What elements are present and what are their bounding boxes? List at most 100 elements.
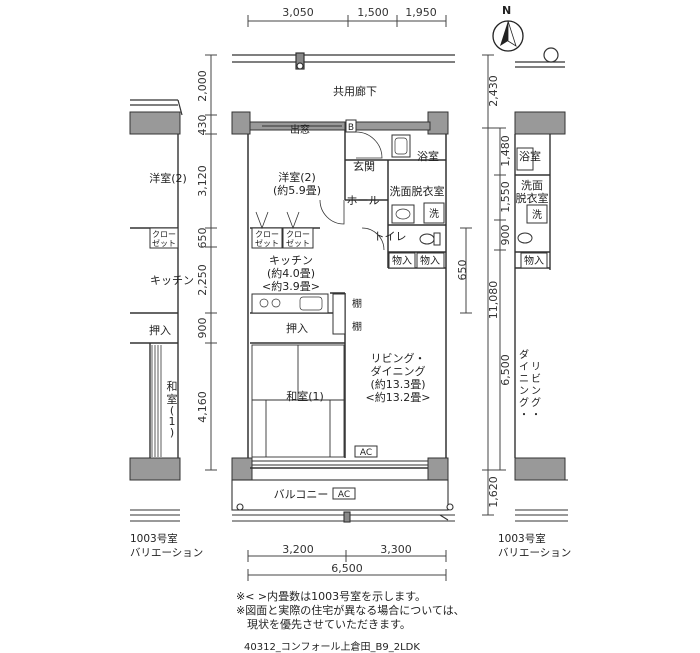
top-dimensions — [247, 15, 447, 27]
dim-top-3: 1,950 — [405, 6, 437, 19]
bay-window-label: 出窓 — [290, 123, 310, 136]
right-storage-label: 物入 — [524, 254, 544, 267]
closet-2: クロー ゼット — [282, 227, 314, 249]
left-tatami — [151, 345, 162, 457]
closet-2-line2: ゼット — [286, 238, 310, 248]
storage-2-label: 物入 — [420, 254, 440, 267]
right-toilet-icon — [517, 232, 533, 244]
bedroom2-door — [319, 199, 345, 225]
right-living-6: ン — [519, 386, 529, 397]
balcony — [231, 479, 455, 523]
right-living-5: ビ — [531, 373, 541, 385]
left-dimensions — [205, 54, 217, 471]
kitchen-label: キッチン — [269, 254, 313, 267]
sash-windows — [252, 460, 428, 466]
right-living-1: ダ — [519, 348, 529, 361]
left-bedroom-label: 洋室(2) — [149, 171, 187, 185]
b-meter-box: B — [345, 119, 357, 133]
right-bathtub-icon — [516, 147, 534, 171]
right-living-2: イ — [519, 362, 529, 373]
left-japanese-4: 1 — [169, 415, 176, 428]
shelf: 棚 棚 — [332, 293, 362, 335]
right-bath-label: 浴室 — [519, 149, 541, 163]
bedroom2-size: (約5.9畳) — [273, 183, 321, 197]
variation-left-room: 1003号室 — [130, 533, 178, 545]
dim-right-7: 1,620 — [487, 476, 500, 508]
ac-unit-balcony: AC — [332, 487, 356, 500]
dim-left-3: 3,120 — [196, 165, 209, 197]
closet-1: クロー ゼット — [251, 227, 283, 249]
variation-caption-left: 1003号室 バリエーション — [130, 532, 203, 560]
washbasin-icon — [391, 204, 415, 224]
washing-machine-box: 洗 — [423, 202, 445, 224]
ac-unit-living: AC — [354, 445, 378, 458]
tatami-room — [251, 344, 345, 458]
plan-caption: 40312_コンフォール上倉田_B9_2LDK — [244, 642, 420, 653]
dim-left-7: 4,160 — [196, 391, 209, 423]
left-japanese-2: 室 — [167, 392, 178, 406]
oshiire-label: 押入 — [286, 321, 308, 335]
balcony-label: バルコニー — [274, 488, 329, 501]
b-meter-label: B — [348, 123, 354, 133]
corridor-wall — [232, 52, 455, 70]
toilet-icon — [419, 232, 441, 246]
right-dimensions — [460, 54, 506, 516]
variation-caption-right: 1003号室 バリエーション — [498, 532, 571, 560]
right-wash-label: 洗 — [532, 209, 542, 221]
compass-label: N — [502, 4, 511, 17]
closet-2-line1: クロー — [286, 230, 310, 239]
closet-door-marks — [255, 211, 300, 230]
shelf-label-2: 棚 — [352, 320, 362, 333]
dim-left-6: 900 — [196, 318, 209, 339]
dim-right-2: 1,480 — [499, 135, 512, 167]
closet-1-line1: クロー — [255, 230, 279, 239]
right-storage — [520, 252, 548, 269]
kitchen-counter — [251, 293, 329, 314]
japanese-room-label: 和室(1) — [286, 389, 324, 403]
dim-right-6: 6,500 — [499, 354, 512, 386]
right-living-10: ・ — [519, 410, 529, 421]
living-label-1: リビング・ — [371, 351, 426, 365]
wash-label: 洗 — [429, 208, 439, 220]
dim-right-3: 1,550 — [499, 181, 512, 213]
right-variation: 浴室 洗面 脱衣室 洗 物入 ダ イ リ ニ ビ ン ン グ グ ・ ・ — [514, 47, 568, 522]
variation-left-label: バリエーション — [130, 547, 204, 559]
shelf-label: 棚 — [352, 297, 362, 310]
dim-bottom-total: 6,500 — [331, 562, 363, 575]
storage-1: 物入 — [388, 252, 416, 269]
entrance-label: 玄関 — [353, 159, 375, 173]
bedroom2-label: 洋室(2) — [278, 170, 316, 184]
dim-top-2: 1,500 — [357, 6, 389, 19]
toilet-label: トイレ — [374, 230, 407, 243]
left-closet-line1: クロー — [152, 230, 176, 239]
compass-icon: N — [492, 4, 524, 52]
ac-label-balcony: AC — [338, 490, 350, 500]
hall-label: ホール — [347, 194, 380, 207]
left-oshiire-label: 押入 — [149, 323, 171, 337]
right-living-3: リ — [531, 362, 541, 373]
dim-right-1: 2,430 — [487, 75, 500, 107]
note-3: 現状を優先させていただきます。 — [236, 618, 411, 631]
storage-1-label: 物入 — [392, 254, 412, 267]
living-size-alt: <約13.2畳> — [366, 390, 431, 404]
left-japanese-3: ( — [170, 404, 174, 417]
dim-right-inner: 650 — [456, 260, 469, 281]
dim-right-4: 900 — [499, 225, 512, 246]
right-wash-box — [526, 204, 548, 224]
right-living-8: グ — [519, 396, 529, 409]
ac-label-living: AC — [360, 448, 372, 458]
dim-top-1: 3,050 — [282, 6, 314, 19]
left-variation: 洋室(2) クロー ゼット キッチン 押入 和 室 ( 1 ) — [129, 99, 194, 522]
dim-bottom-2: 3,300 — [380, 543, 412, 556]
corridor-label: 共用廊下 — [333, 84, 377, 98]
bathtub-icon — [391, 134, 411, 158]
dim-left-4: 650 — [196, 228, 209, 249]
dim-left-5: 2,250 — [196, 264, 209, 296]
dim-right-5: 11,080 — [487, 281, 500, 320]
variation-right-room: 1003号室 — [498, 533, 546, 545]
dim-left-1: 2,000 — [196, 70, 209, 102]
right-washroom-2: 脱衣室 — [516, 191, 549, 205]
entrance-door — [355, 131, 383, 159]
right-balcony — [515, 479, 568, 522]
